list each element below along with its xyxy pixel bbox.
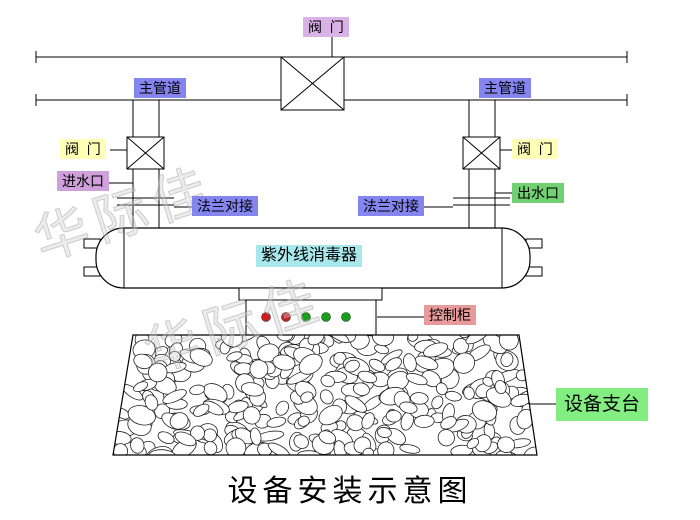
indicator-light (261, 312, 271, 322)
valve-symbols (126, 56, 501, 170)
pebble-fill (113, 335, 537, 455)
main-pipe-label-left: 主管道 (134, 78, 186, 98)
flange-label-left: 法兰对接 (192, 196, 258, 216)
indicator-light (341, 312, 351, 322)
diagram-title: 设备安装示意图 (227, 475, 473, 508)
flange-label-right: 法兰对接 (358, 196, 424, 216)
flange-symbols (117, 197, 510, 206)
valve-label-right: 阀 门 (512, 139, 558, 159)
support-label: 设备支台 (556, 388, 649, 421)
foundation-base (112, 334, 538, 456)
sterilizer-label: 紫外线消毒器 (256, 245, 363, 267)
valve-label-top: 阀 门 (303, 17, 349, 37)
main-pipe-label-right: 主管道 (479, 78, 531, 98)
leader-lines (109, 37, 556, 405)
indicator-light (281, 312, 291, 322)
valve-label-left: 阀 门 (60, 139, 106, 159)
control-cabinet (238, 287, 383, 336)
branch-pipes (132, 100, 496, 228)
outlet-label: 出水口 (512, 183, 564, 203)
control-cabinet-label: 控制柜 (424, 305, 476, 325)
inlet-label: 进水口 (57, 171, 109, 191)
indicator-light (321, 312, 331, 322)
indicator-light (301, 312, 311, 322)
indicator-lights (261, 312, 351, 322)
